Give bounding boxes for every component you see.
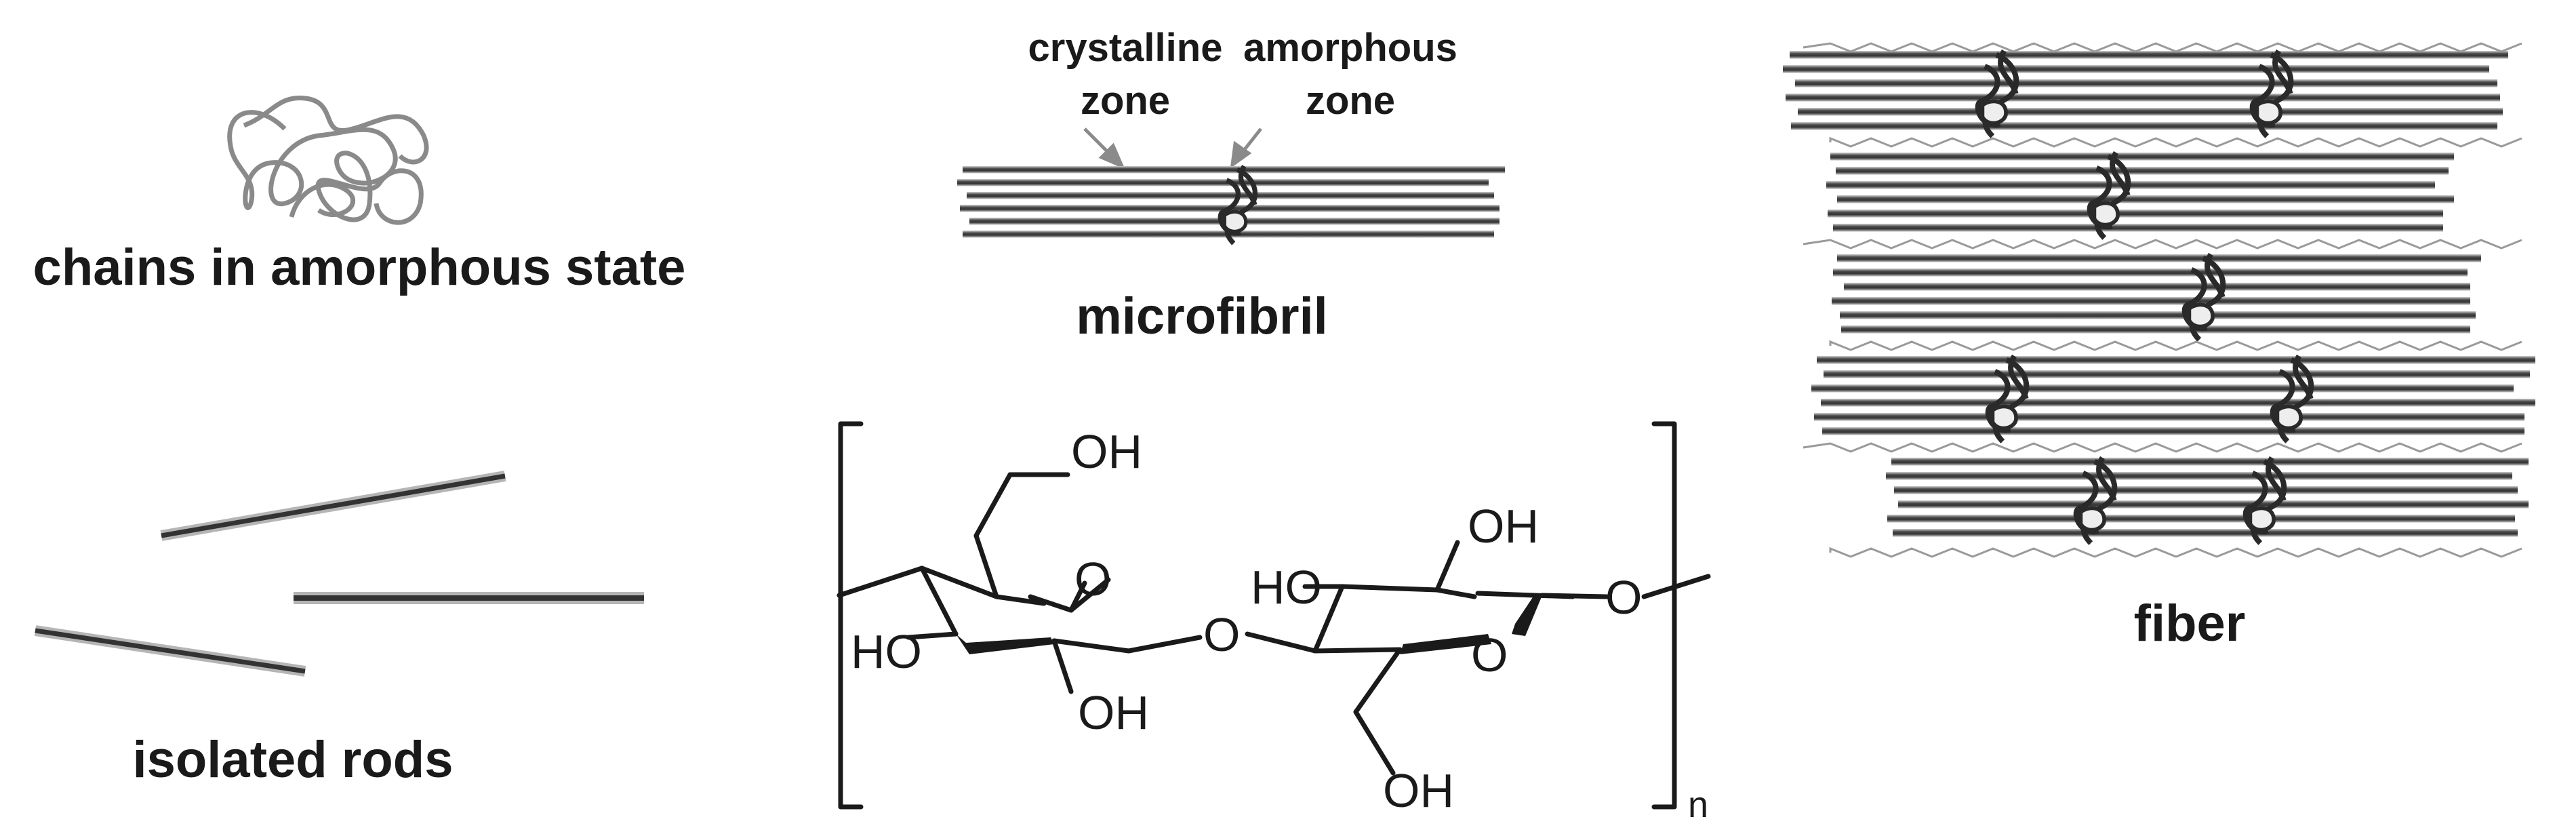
strand — [1822, 427, 2524, 435]
strand — [1783, 65, 2489, 73]
oh-label: OH — [1383, 764, 1454, 817]
strand — [1798, 108, 2503, 116]
strand — [1891, 458, 2529, 466]
ho-label: HO — [851, 625, 922, 678]
glycosidic-oxygen-label: O — [1203, 608, 1240, 661]
strand — [1844, 283, 2470, 291]
fiber-label: fiber — [2134, 595, 2246, 652]
matrix-line — [1829, 136, 2522, 148]
strand-bundle — [1886, 458, 2529, 543]
chemical-atom-labels: OH O HO OH O HO OH O O OH n — [851, 425, 1708, 825]
strand — [967, 192, 1494, 199]
strand — [1824, 370, 2530, 378]
strand — [1832, 297, 2470, 305]
terminal-oxygen-label: O — [1605, 571, 1642, 624]
oh-label: OH — [1468, 500, 1539, 553]
matrix-line — [1803, 442, 2522, 453]
strand — [1837, 195, 2454, 203]
matrix-line — [1829, 547, 2522, 558]
strand — [1811, 384, 2514, 393]
strand — [1821, 399, 2535, 407]
strand — [1795, 79, 2497, 87]
strand — [1841, 325, 2470, 334]
right-bracket — [1651, 421, 1677, 810]
strand — [1886, 472, 2512, 480]
amorphous-zone-label-line1: amorphous — [1243, 26, 1457, 70]
repeat-subscript: n — [1688, 785, 1708, 825]
strand — [1791, 122, 2497, 130]
isolated-rods-label: isolated rods — [133, 731, 454, 789]
strand — [1887, 515, 2515, 523]
strand — [963, 166, 1505, 174]
strand — [1894, 486, 2518, 494]
strand — [1828, 210, 2443, 218]
strand-bundle — [1826, 153, 2454, 238]
strand — [1814, 413, 2524, 421]
crystalline-zone-label-line1: crystalline — [1028, 26, 1223, 70]
strand — [957, 179, 1489, 186]
strand-bundle — [957, 166, 1505, 243]
left-bracket — [838, 421, 864, 810]
crystalline-zone-label-line2: zone — [1081, 79, 1170, 123]
strand-bundle — [1832, 254, 2481, 340]
isolated-rods-icon — [34, 471, 644, 677]
strand — [1833, 269, 2468, 277]
strand — [1786, 94, 2500, 102]
strand — [1830, 153, 2454, 161]
strand — [1893, 529, 2518, 537]
matrix-line — [1803, 239, 2522, 250]
ring-oxygen-label: O — [1471, 629, 1508, 681]
strand-bundle — [1783, 51, 2508, 136]
amorphous-zone-label-line2: zone — [1306, 79, 1395, 123]
amorphous-chains-label: chains in amorphous state — [33, 239, 686, 296]
strand — [1817, 356, 2535, 364]
strand-bundle — [1811, 356, 2535, 441]
strand — [1840, 311, 2476, 319]
amorphous-zone-arrow — [1230, 127, 1262, 169]
oh-label: OH — [1078, 686, 1149, 739]
crystalline-zone-arrow — [1083, 127, 1125, 170]
oh-label: OH — [1071, 425, 1142, 478]
strand — [1833, 224, 2443, 232]
strand — [1836, 167, 2449, 175]
strand — [1790, 51, 2508, 59]
amorphous-chains-icon — [227, 95, 429, 225]
ring-oxygen-label: O — [1074, 553, 1111, 605]
matrix-line — [1803, 42, 2522, 53]
fiber-icon — [1783, 42, 2535, 558]
strand — [1837, 254, 2481, 262]
strand — [1898, 500, 2529, 509]
matrix-line — [1829, 340, 2522, 351]
ho-label: HO — [1251, 561, 1322, 614]
microfibril-label: microfibril — [1076, 287, 1328, 345]
cellulose-chemical-structure — [837, 421, 1711, 810]
microfibril-icon — [957, 166, 1505, 243]
